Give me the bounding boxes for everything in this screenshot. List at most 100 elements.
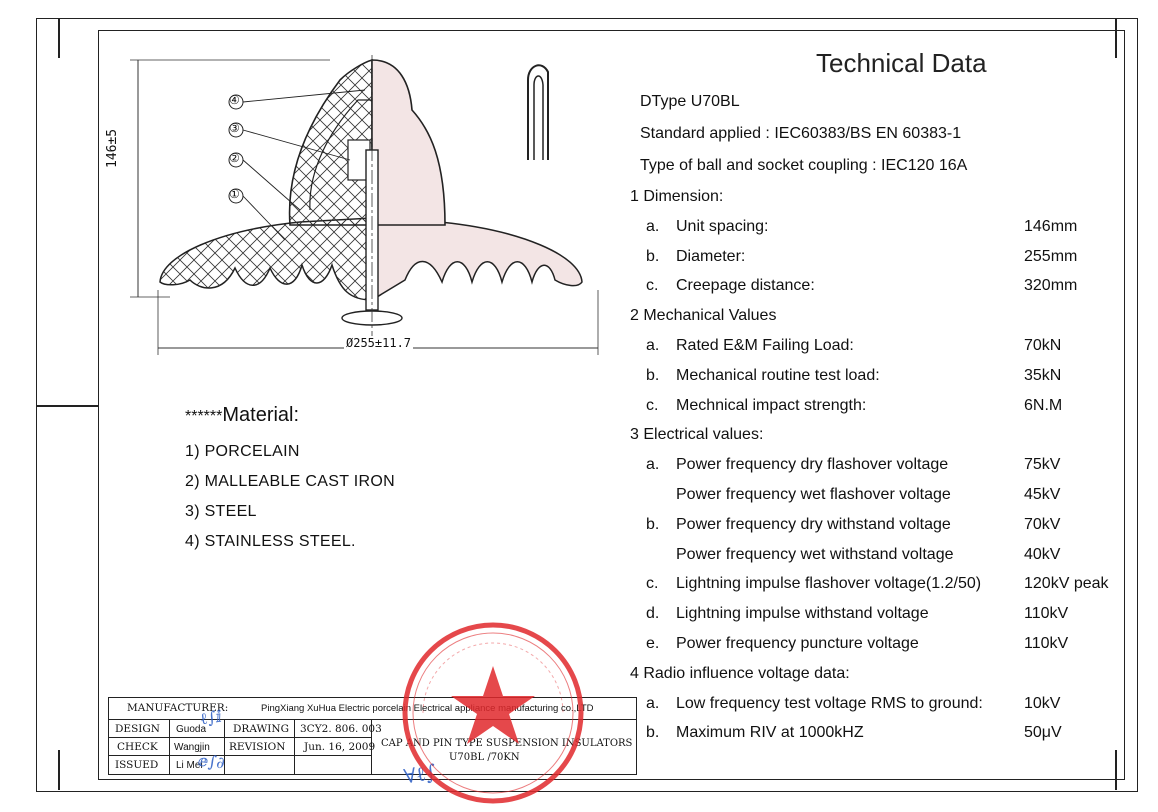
spec-value: 10kV — [1024, 694, 1061, 712]
spec-row: e. Power frequency puncture voltage 110kV — [646, 635, 1136, 655]
spec-label: Lightning impulse withstand voltage — [676, 605, 929, 623]
drawing-label: DRAWING — [233, 723, 289, 735]
signature: ℓ∫ⅈ — [198, 706, 224, 729]
callout-2: ② — [229, 151, 240, 165]
material-item: 3) STEEL — [185, 503, 257, 520]
material-stars: ****** — [185, 408, 223, 425]
material-item: 2) MALLEABLE CAST IRON — [185, 473, 395, 490]
type-line: DType U70BL — [640, 93, 740, 110]
spec-value: 70kN — [1024, 337, 1062, 354]
spec-label: Creepage distance: — [676, 277, 815, 295]
spec-value: 110kV — [1024, 605, 1069, 623]
spec-label: Power frequency puncture voltage — [676, 635, 919, 652]
spec-label: Rated E&M Failing Load: — [676, 337, 854, 354]
material-title: Material: — [222, 404, 300, 426]
title-block: MANUFACTURER: PingXiang XuHua Electric p… — [108, 697, 637, 775]
spec-mark: b. — [646, 724, 660, 742]
tb-line — [109, 755, 371, 756]
spec-value: 45kV — [1024, 486, 1061, 503]
spec-row: Power frequency wet flashover voltage 45k… — [646, 486, 1136, 506]
spec-mark: a. — [646, 217, 660, 235]
section-heading: 4 Radio influence voltage data: — [630, 664, 850, 682]
spec-label: Power frequency wet flashover voltage — [676, 486, 951, 503]
corner-mark — [58, 18, 60, 58]
spec-mark: a. — [646, 337, 660, 354]
tb-line — [371, 719, 372, 774]
spec-row: b. Maximum RIV at 1000kHZ 50μV — [646, 724, 1136, 744]
inner-frame — [98, 30, 1125, 780]
spec-mark: c. — [646, 277, 659, 295]
product-line-2: U70BL /70KN — [449, 752, 520, 763]
callout-3: ③ — [229, 121, 240, 135]
company-seal — [402, 622, 584, 804]
spec-label: Maximum RIV at 1000kHZ — [676, 724, 864, 742]
spec-value: 6N.M — [1024, 396, 1063, 414]
height-dimension: 146±5 — [105, 128, 120, 168]
check-value: Wangjin — [174, 742, 210, 753]
spec-row: Power frequency wet withstand voltage 40k… — [646, 546, 1136, 566]
manufacturer-label: MANUFACTURER: — [127, 702, 229, 714]
spec-row: c.Lightning impulse flashover voltage(1.… — [646, 575, 1136, 595]
insulator-drawing — [130, 55, 599, 355]
spec-row: a.Low frequency test voltage RMS to grou… — [646, 695, 1136, 715]
tb-line — [224, 719, 225, 774]
spec-mark: b. — [646, 247, 660, 265]
spec-mark: b. — [646, 366, 660, 384]
tb-line — [109, 719, 636, 720]
tb-line — [294, 719, 295, 774]
spec-value: 35kN — [1024, 366, 1062, 384]
frame-divider — [36, 405, 98, 407]
spec-value: 255mm — [1024, 247, 1078, 265]
spec-mark: d. — [646, 605, 660, 623]
spec-value: 120kV peak — [1024, 575, 1109, 593]
spec-value: 110kV — [1024, 635, 1069, 652]
issued-value: Li Mei — [176, 760, 203, 771]
drawing-value: 3CY2. 806. 003 — [300, 723, 382, 735]
material-item: 1) PORCELAIN — [185, 443, 300, 460]
spec-label: Unit spacing: — [676, 217, 769, 235]
design-label: DESIGN — [115, 723, 160, 735]
spec-label: Power frequency dry withstand voltage — [676, 515, 951, 533]
spec-row: a. Unit spacing: 146mm — [646, 218, 1136, 238]
spec-value: 50μV — [1024, 724, 1062, 742]
corner-mark — [1115, 18, 1117, 58]
spec-label: Mechnical impact strength: — [676, 396, 867, 414]
standard-line: Standard applied : IEC60383/BS EN 60383-… — [640, 125, 962, 142]
material-item: 4) STAINLESS STEEL. — [185, 533, 356, 550]
spec-row: c. Mechnical impact strength: 6N.M — [646, 397, 1136, 417]
product-line-1: CAP AND PIN TYPE SUSPENSION INSULATORS — [381, 738, 633, 749]
spec-mark: a. — [646, 456, 660, 474]
spec-row: c. Creepage distance: 320mm — [646, 277, 1136, 297]
spec-mark: a. — [646, 694, 660, 712]
spec-value: 75kV — [1024, 456, 1061, 474]
spec-value: 146mm — [1024, 217, 1078, 235]
section-heading: 1 Dimension: — [630, 188, 724, 205]
callout-4: ④ — [229, 93, 240, 107]
spec-mark: c. — [646, 575, 659, 593]
spec-value: 40kV — [1024, 545, 1061, 563]
revision-label: REVISION — [229, 741, 286, 753]
callout-1: ① — [229, 187, 240, 201]
corner-mark — [1115, 750, 1117, 790]
spec-row: a. Rated E&M Failing Load: 70kN — [646, 337, 1136, 357]
spec-mark: e. — [646, 635, 660, 652]
section-heading: 2 Mechanical Values — [630, 307, 777, 325]
spec-mark: c. — [646, 396, 659, 414]
technical-data-title: Technical Data — [816, 48, 987, 78]
diameter-dimension: Ø255±11.7 — [344, 336, 414, 350]
spec-row: d. Lightning impulse withstand voltage 110… — [646, 605, 1136, 625]
tb-line — [109, 737, 371, 738]
revision-value: Jun. 16, 2009 — [304, 741, 376, 753]
material-heading: ******Material: — [185, 404, 299, 427]
spec-value: 320mm — [1024, 277, 1078, 295]
spec-label: Power frequency wet withstand voltage — [676, 545, 954, 563]
spec-row: b.Diameter:255mm — [646, 248, 1136, 268]
spec-row: b. Mechanical routine test load: 35kN — [646, 367, 1136, 387]
design-value: Guoda — [176, 724, 207, 735]
tb-line — [169, 719, 170, 774]
spec-label: Mechanical routine test load: — [676, 366, 880, 384]
corner-mark — [58, 750, 60, 790]
issued-label: ISSUED — [115, 759, 159, 771]
